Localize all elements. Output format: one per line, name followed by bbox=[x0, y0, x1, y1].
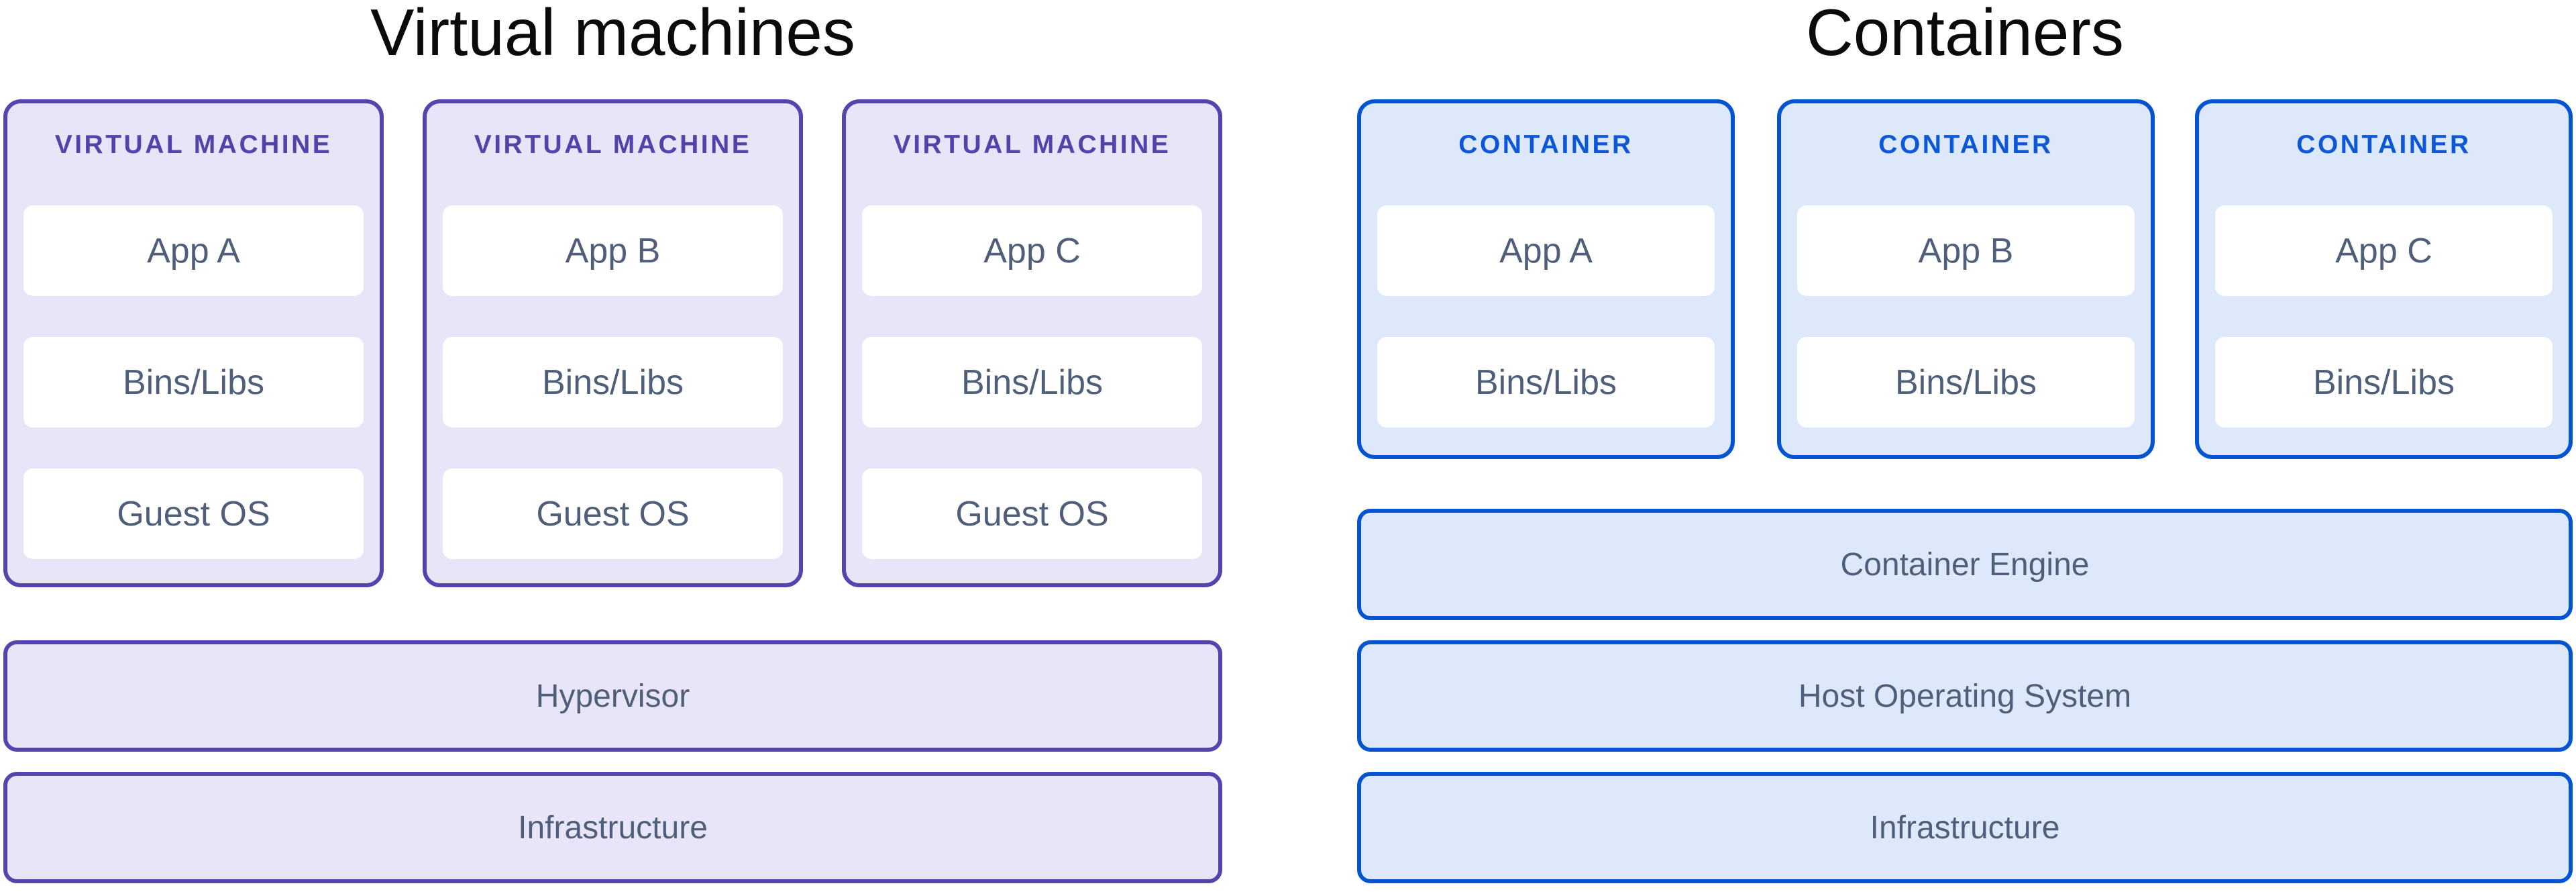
vm-card-3-layer-guest-os: Guest OS bbox=[862, 468, 1202, 559]
vm-card-3: VIRTUAL MACHINE App C Bins/Libs Guest OS bbox=[842, 99, 1222, 587]
container-card-2-layer-bins-libs: Bins/Libs bbox=[1797, 337, 2135, 428]
containers-section-title: Containers bbox=[1806, 0, 2124, 69]
container-card-3-header: CONTAINER bbox=[2296, 130, 2471, 159]
container-card-1: CONTAINER App A Bins/Libs bbox=[1357, 99, 1735, 459]
host-operating-system-bar: Host Operating System bbox=[1357, 640, 2573, 752]
vm-card-1-header: VIRTUAL MACHINE bbox=[54, 130, 333, 159]
container-infrastructure-bar: Infrastructure bbox=[1357, 772, 2573, 883]
vm-card-1: VIRTUAL MACHINE App A Bins/Libs Guest OS bbox=[3, 99, 384, 587]
container-card-2: CONTAINER App B Bins/Libs bbox=[1777, 99, 2155, 459]
container-card-3-layer-bins-libs: Bins/Libs bbox=[2215, 337, 2553, 428]
vm-card-2-layer-bins-libs: Bins/Libs bbox=[443, 337, 783, 428]
vm-card-2-header: VIRTUAL MACHINE bbox=[474, 130, 752, 159]
vm-card-2-layer-app: App B bbox=[443, 205, 783, 296]
container-card-2-layer-app: App B bbox=[1797, 205, 2135, 296]
vm-card-2: VIRTUAL MACHINE App B Bins/Libs Guest OS bbox=[423, 99, 803, 587]
vm-card-2-layer-guest-os: Guest OS bbox=[443, 468, 783, 559]
container-card-3-layer-app: App C bbox=[2215, 205, 2553, 296]
container-engine-bar: Container Engine bbox=[1357, 509, 2573, 620]
vm-card-1-layer-guest-os: Guest OS bbox=[23, 468, 364, 559]
container-card-1-header: CONTAINER bbox=[1458, 130, 1633, 159]
vm-card-1-layer-bins-libs: Bins/Libs bbox=[23, 337, 364, 428]
container-card-2-header: CONTAINER bbox=[1878, 130, 2053, 159]
vm-card-3-layer-app: App C bbox=[862, 205, 1202, 296]
vm-infrastructure-bar: Infrastructure bbox=[3, 772, 1222, 883]
container-card-1-layer-app: App A bbox=[1377, 205, 1715, 296]
vm-section-title: Virtual machines bbox=[370, 0, 855, 69]
vm-card-3-header: VIRTUAL MACHINE bbox=[893, 130, 1171, 159]
vm-card-1-layer-app: App A bbox=[23, 205, 364, 296]
container-card-1-layer-bins-libs: Bins/Libs bbox=[1377, 337, 1715, 428]
vm-card-3-layer-bins-libs: Bins/Libs bbox=[862, 337, 1202, 428]
hypervisor-bar: Hypervisor bbox=[3, 640, 1222, 752]
container-card-3: CONTAINER App C Bins/Libs bbox=[2195, 99, 2573, 459]
